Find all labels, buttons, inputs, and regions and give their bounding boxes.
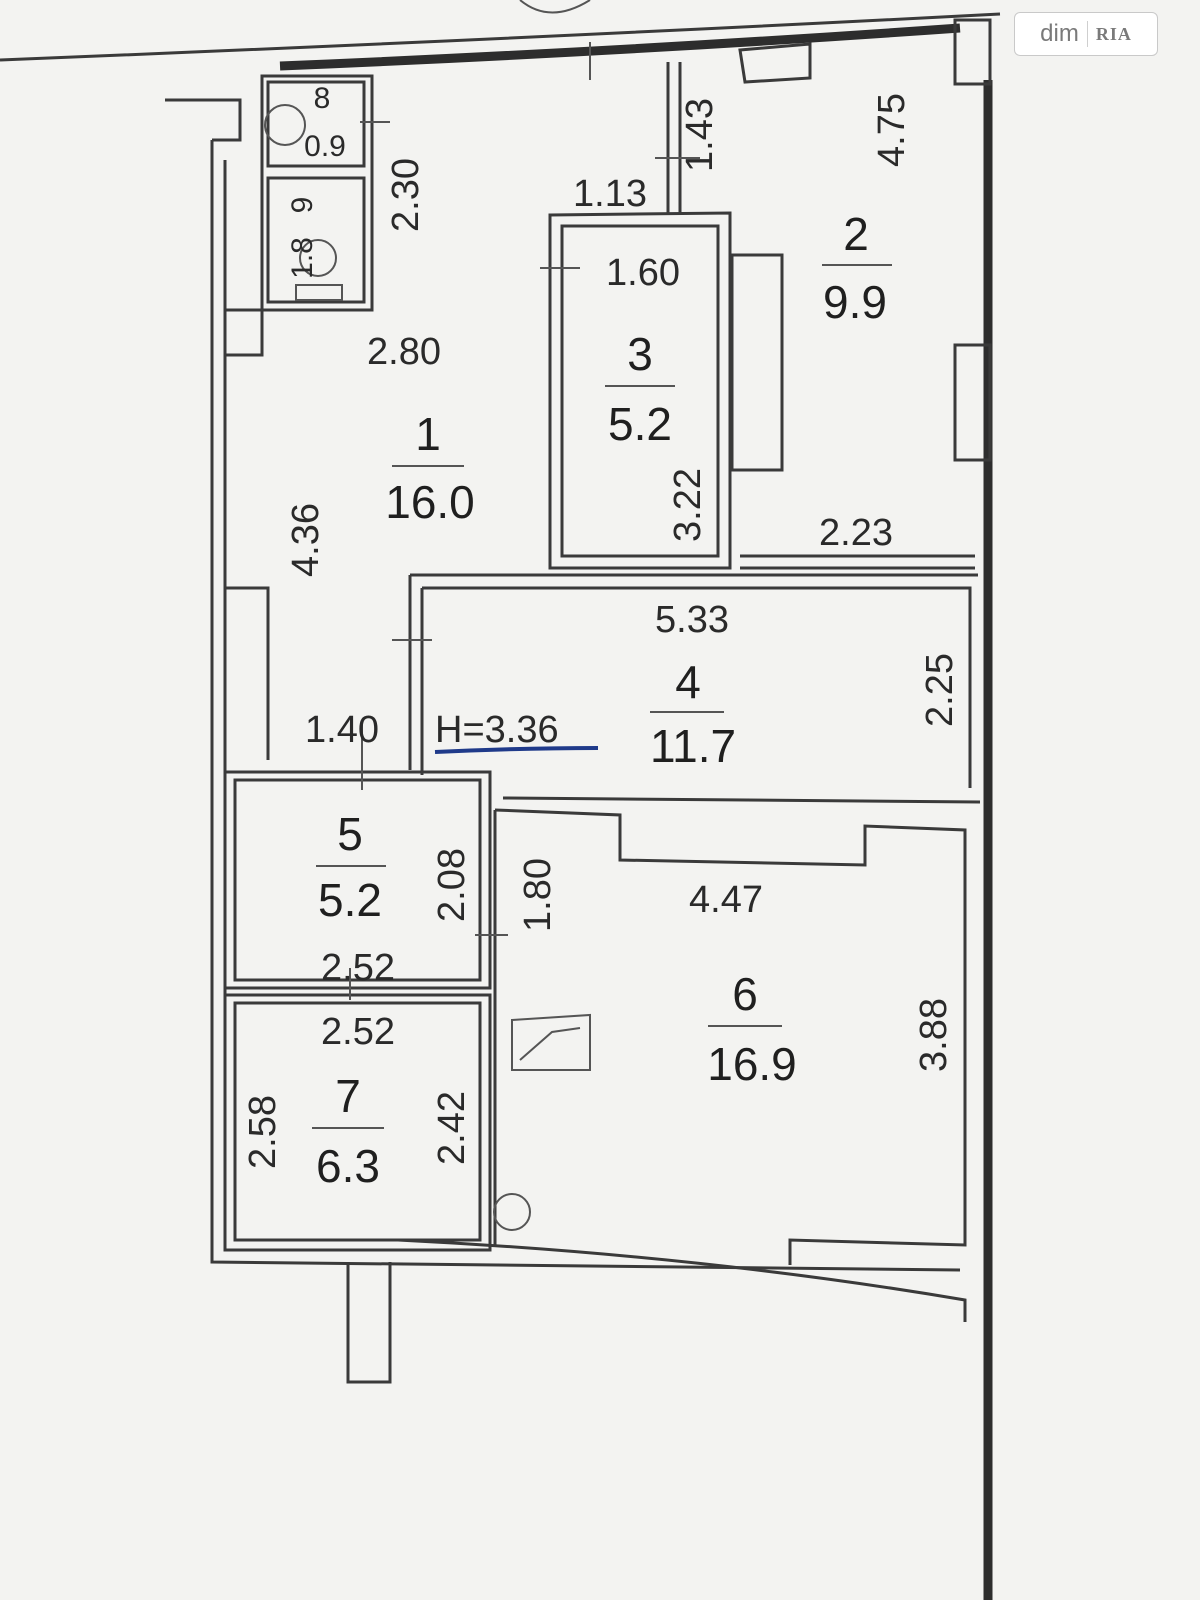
room-area: 9.9 xyxy=(823,276,887,328)
inner-walls xyxy=(223,0,992,1265)
room-3: 3 5.2 xyxy=(605,328,675,450)
watermark-brand: dim xyxy=(1040,20,1079,47)
watermark-logo: RIA xyxy=(1095,23,1132,44)
ceiling-height: H=3.36 xyxy=(434,709,599,754)
dim-label: 2.58 xyxy=(242,1095,284,1169)
room-7: 7 6.3 xyxy=(312,1070,384,1192)
room-number: 4 xyxy=(675,656,701,708)
dim-label: 3.88 xyxy=(913,998,955,1072)
dimension-labels: 2.80 1.40 1.13 1.60 2.23 5.33 2.52 2.52 … xyxy=(242,93,961,1169)
room-number: 5 xyxy=(337,808,363,860)
room-number: 7 xyxy=(335,1070,361,1122)
room-area: 1.8 xyxy=(286,237,319,279)
room-number: 6 xyxy=(732,968,758,1020)
room-5: 5 5.2 xyxy=(316,808,386,926)
room-2: 2 9.9 xyxy=(822,208,892,328)
watermark-badge: dim RIA xyxy=(1014,12,1158,56)
dim-label: 1.40 xyxy=(305,709,379,751)
dim-label: 2.52 xyxy=(321,947,395,989)
room-area: 6.3 xyxy=(316,1140,380,1192)
room-area: 16.0 xyxy=(385,476,475,528)
room-area: 5.2 xyxy=(608,398,672,450)
room-9: 9 1.8 xyxy=(286,197,319,279)
room-8: 8 0.9 xyxy=(304,82,346,163)
dim-label: 2.08 xyxy=(431,848,473,922)
room-4: 4 11.7 xyxy=(650,656,736,772)
room-area: 16.9 xyxy=(707,1038,797,1090)
room-1: 1 16.0 xyxy=(385,408,475,528)
dim-label: 1.60 xyxy=(606,252,680,294)
room-number: 8 xyxy=(314,82,331,115)
dim-label: 2.42 xyxy=(431,1091,473,1165)
dim-label: 2.52 xyxy=(321,1011,395,1053)
room-number: 9 xyxy=(286,197,319,214)
room-area: 11.7 xyxy=(650,720,736,772)
watermark-divider xyxy=(1086,21,1088,47)
dim-label: 1.43 xyxy=(679,98,721,172)
dim-label: 2.30 xyxy=(385,158,427,232)
room-number: 2 xyxy=(843,208,869,260)
room-area: 5.2 xyxy=(318,874,382,926)
dim-label: 1.80 xyxy=(517,858,559,932)
room-6: 6 16.9 xyxy=(707,968,797,1090)
ceiling-height-label: H=3.36 xyxy=(435,709,559,751)
room-number: 3 xyxy=(627,328,653,380)
dim-label: 4.75 xyxy=(871,93,913,167)
dim-label: 2.23 xyxy=(819,512,893,554)
dim-label: 3.22 xyxy=(667,468,709,542)
room-number: 1 xyxy=(415,408,441,460)
dim-label: 2.25 xyxy=(919,653,961,727)
dim-label: 4.47 xyxy=(689,879,763,921)
dim-label: 1.13 xyxy=(573,173,647,215)
outer-walls xyxy=(0,12,1001,1600)
dim-label: 5.33 xyxy=(655,599,729,641)
dim-label: 4.36 xyxy=(285,503,327,577)
dim-label: 2.80 xyxy=(367,331,441,373)
room-area: 0.9 xyxy=(304,130,346,163)
